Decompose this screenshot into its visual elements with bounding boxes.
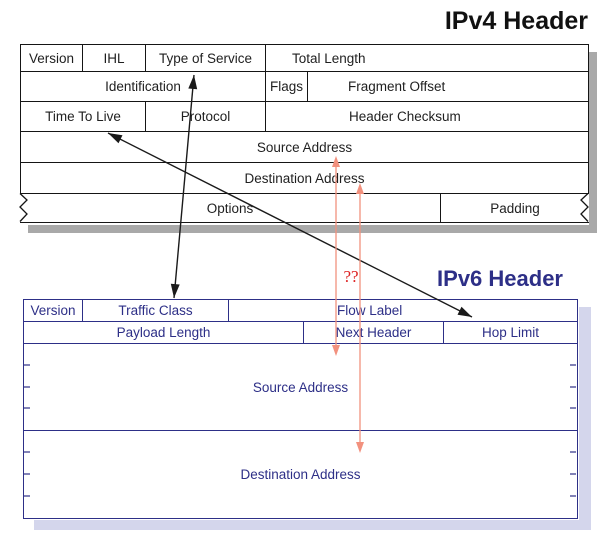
ipv4-table-shadow-bottom <box>28 225 597 233</box>
ipv4-field-identification: Identification <box>20 71 266 102</box>
ipv6-field-hop-limit: Hop Limit <box>443 321 578 344</box>
ipv4-table-shadow-right <box>589 52 597 233</box>
ipv4-field-ihl: IHL <box>82 44 146 72</box>
ipv4-field-type-of-service: Type of Service <box>145 44 266 72</box>
ipv4-field-padding: Padding <box>440 193 589 223</box>
ipv4-field-destination-address: Destination Address <box>20 162 589 194</box>
ipv6-field-payload-length: Payload Length <box>23 321 304 344</box>
ipv4-field-time-to-live: Time To Live <box>20 101 146 132</box>
ipv6-header-title: IPv6 Header <box>437 266 563 291</box>
ipv4-field-total-length: Total Length <box>265 44 589 72</box>
ipv4-field-options: Options <box>20 193 441 223</box>
ipv6-field-source-address: Source Address <box>23 343 578 431</box>
ipv6-field-traffic-class: Traffic Class <box>82 299 229 322</box>
ipv6-table-shadow-bottom <box>34 520 591 530</box>
ipv6-field-flow-label: Flow Label <box>228 299 578 322</box>
ipv4-field-fragment-offset: Fragment Offset <box>307 71 589 102</box>
ipv4-field-version: Version <box>20 44 83 72</box>
ipv4-field-flags: Flags <box>265 71 308 102</box>
ipv4-header-title: IPv4 Header <box>444 7 588 35</box>
ipv6-table-shadow-right <box>579 307 591 530</box>
question-marks-label: ?? <box>343 267 359 286</box>
ipv6-field-version: Version <box>23 299 83 322</box>
ipv4-field-protocol: Protocol <box>145 101 266 132</box>
ipv4-field-header-checksum: Header Checksum <box>265 101 589 132</box>
ipv6-field-destination-address: Destination Address <box>23 430 578 519</box>
ipv4-field-source-address: Source Address <box>20 131 589 163</box>
ipv6-field-next-header: Next Header <box>303 321 444 344</box>
